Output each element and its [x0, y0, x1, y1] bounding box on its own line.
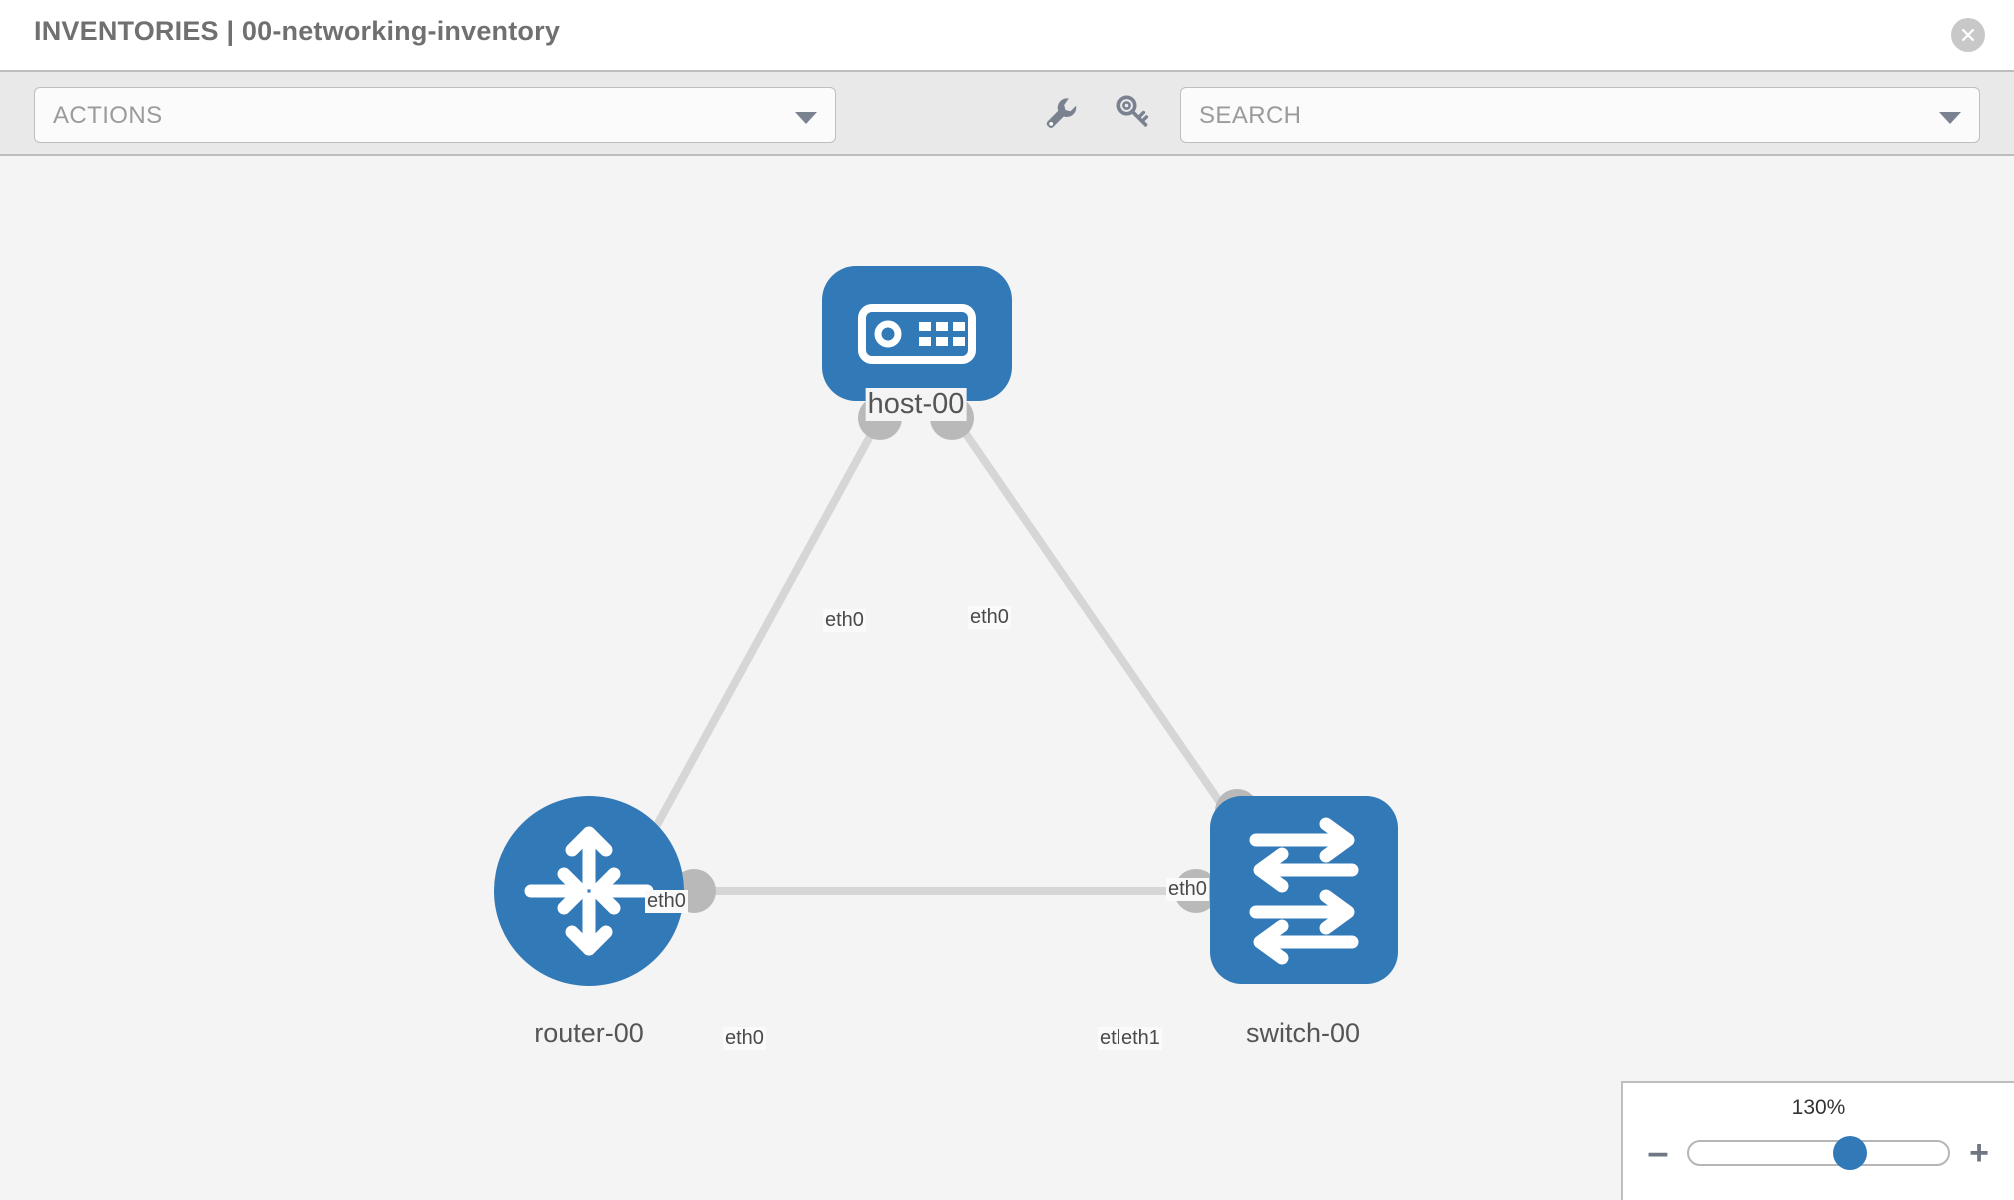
search-placeholder: SEARCH — [1199, 102, 1302, 129]
edge-label-switch00-eth1: eth1 — [1119, 1027, 1162, 1050]
chevron-down-icon[interactable] — [1939, 112, 1961, 124]
toolbar-icon-group — [1040, 92, 1152, 137]
key-icon[interactable] — [1112, 92, 1152, 137]
toolbar: ACTIONS SEARCH — [0, 70, 2014, 156]
topology-canvas[interactable]: host-00 router-00 switch-00 eth0 eth0 et… — [0, 156, 2014, 1200]
zoom-slider-thumb[interactable] — [1832, 1136, 1867, 1170]
actions-dropdown-label: ACTIONS — [53, 102, 163, 129]
chevron-down-icon — [795, 112, 817, 124]
zoom-level-value: 130% — [1791, 1096, 1846, 1119]
zoom-out-button[interactable]: – — [1647, 1132, 1669, 1174]
topology-graph — [494, 266, 1398, 986]
zoom-in-button[interactable]: + — [1969, 1134, 1989, 1172]
page-title: INVENTORIES | 00-networking-inventory — [34, 16, 561, 46]
edge-label-host00-left: eth0 — [823, 609, 866, 632]
edge-label-switch00-uplink: eth0 — [1166, 878, 1209, 901]
zoom-control-panel: 130% – + — [1621, 1081, 2014, 1200]
wrench-icon[interactable] — [1040, 92, 1080, 137]
edge-label-router00-eth0: eth0 — [723, 1027, 766, 1050]
graph-edges — [636, 415, 1254, 895]
edge-host00-router00 — [636, 416, 884, 858]
node-label-switch-00: switch-00 — [1243, 1018, 1363, 1049]
zoom-slider-row: – + — [1623, 1133, 2014, 1173]
edge-host00-switch00 — [951, 415, 1254, 849]
graph-node-router-00 — [494, 796, 684, 986]
node-label-router-00: router-00 — [532, 1018, 646, 1049]
page-header: INVENTORIES | 00-networking-inventory — [0, 0, 2014, 70]
graph-interface-knobs — [672, 396, 1259, 913]
zoom-slider[interactable] — [1687, 1136, 1950, 1170]
actions-dropdown[interactable]: ACTIONS — [34, 87, 836, 143]
edge-label-host00-right: eth0 — [968, 606, 1011, 629]
edge-label-router00-uplink: eth0 — [645, 890, 688, 913]
node-label-host-00: host-00 — [865, 388, 967, 421]
graph-node-host-00 — [822, 266, 1012, 401]
close-icon[interactable] — [1951, 18, 1985, 52]
search-input[interactable]: SEARCH — [1180, 87, 1980, 143]
graph-node-switch-00 — [1210, 796, 1398, 984]
